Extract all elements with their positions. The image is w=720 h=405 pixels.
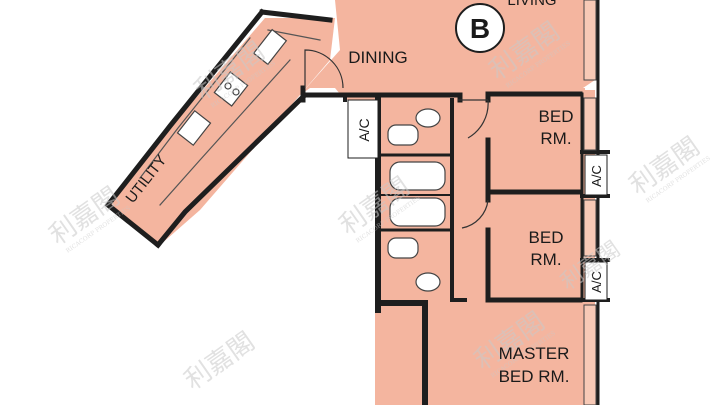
room-label-bed-1: BED [539,107,574,126]
walls [104,0,610,405]
room-label-bed-2: BED [529,228,564,247]
room-label-dining: DINING [348,48,408,67]
unit-badge: B [455,3,505,53]
room-label-bed-1-rm: RM. [540,129,571,148]
room-label-living: LIVING [507,0,556,9]
ac-label: A/C [589,165,604,187]
doors [304,49,489,229]
unit-badge-letter: B [470,13,490,44]
watermark-text: 利嘉閣 [179,327,260,396]
room-label-master-bed-rm: BED RM. [499,367,570,386]
windows [583,0,597,405]
room-label-bed-2-rm: RM. [530,250,561,269]
ac-bays [347,99,608,301]
ac-label: A/C [356,118,372,141]
ac-label: A/C [589,271,604,293]
room-label-master: MASTER [499,344,570,363]
bath-fixtures [176,28,446,292]
